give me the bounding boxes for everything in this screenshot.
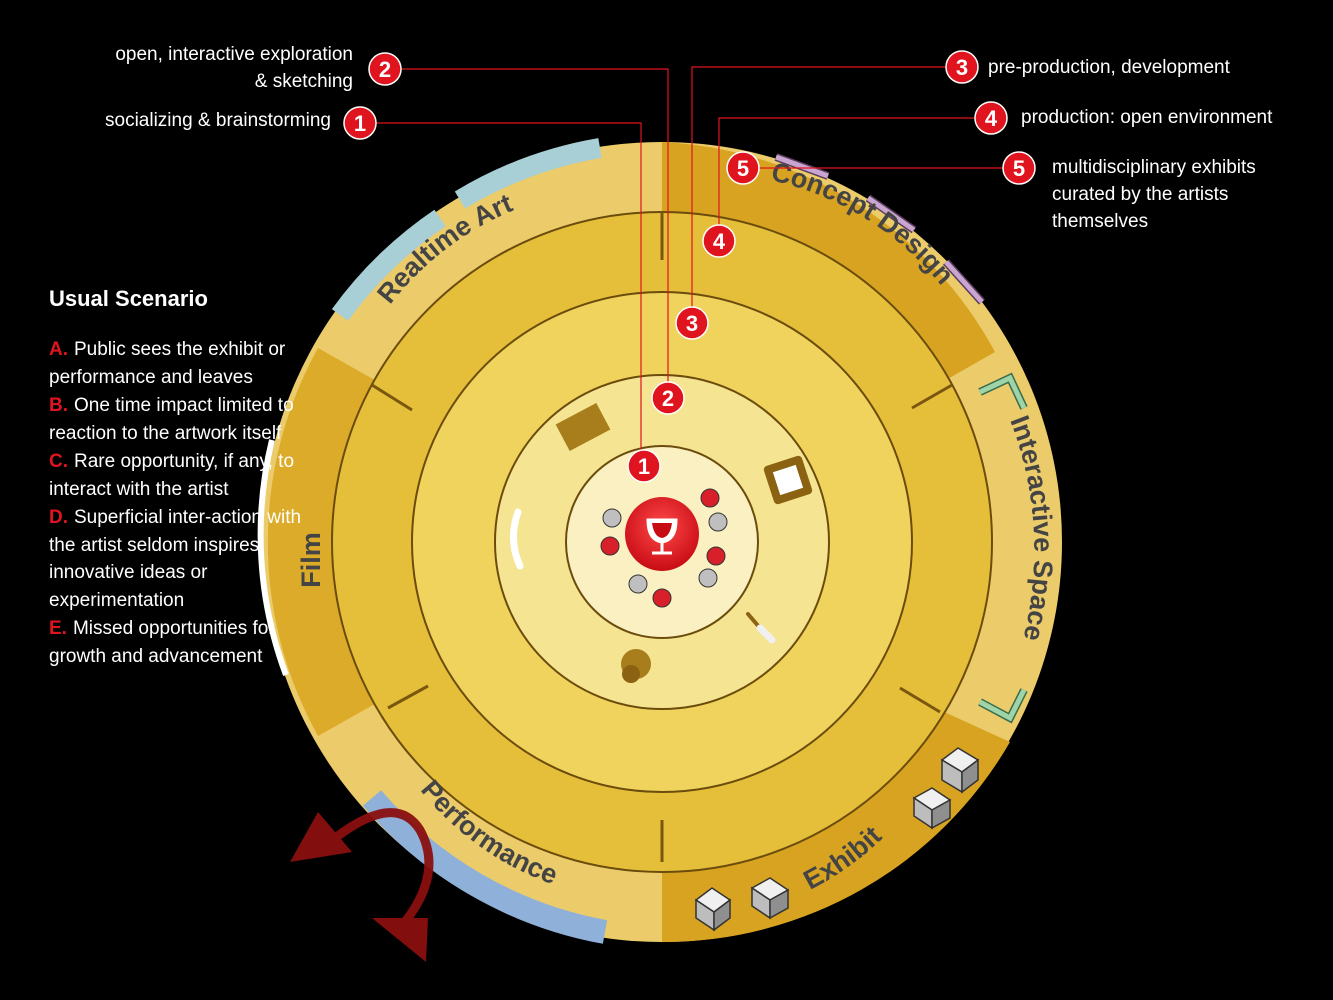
svg-text:4: 4 xyxy=(985,106,998,131)
svg-text:2: 2 xyxy=(379,57,391,82)
svg-text:5: 5 xyxy=(737,156,749,181)
svg-text:4: 4 xyxy=(713,229,726,254)
callout-marker-3: 3 xyxy=(945,50,979,84)
outer-rim-accents xyxy=(257,138,1028,944)
exit-arrow-icon xyxy=(290,808,434,962)
callout-marker-4: 4 xyxy=(974,101,1008,135)
svg-text:2: 2 xyxy=(662,386,674,411)
svg-text:1: 1 xyxy=(638,454,650,479)
callout-marker-5: 5 xyxy=(1002,151,1036,185)
callout-line: open, interactive exploration xyxy=(115,44,353,65)
scenario-item-d: D.Superficial inter-action with the arti… xyxy=(49,504,329,614)
sector-dividers xyxy=(371,212,953,862)
scenario-text: Public sees the exhibit or performance a… xyxy=(49,339,286,388)
segment-label-film: Film xyxy=(296,532,326,588)
scenario-text: Missed opportunities for growth and adva… xyxy=(49,618,275,667)
callout-text-3: pre-production, development xyxy=(988,54,1288,81)
svg-text:1: 1 xyxy=(354,111,366,136)
callout-text-4: production: open environment xyxy=(1021,104,1321,131)
scenario-item-c: C.Rare opportunity, if any, to interact … xyxy=(49,448,329,503)
ring-marker: 4 xyxy=(702,224,736,258)
ring-marker: 2 xyxy=(651,381,685,415)
ring-objects xyxy=(510,402,813,683)
callout-line: multidisciplinary exhibits xyxy=(1052,157,1256,178)
ring-marker: 1 xyxy=(627,449,661,483)
callout-text-1: socializing & brainstorming xyxy=(60,107,331,134)
table-icon xyxy=(555,402,611,452)
leader-lines xyxy=(360,66,1018,466)
scenario-letter: C. xyxy=(49,451,68,472)
callout-line: curated by the artists xyxy=(1052,184,1229,205)
center-gathering xyxy=(600,488,728,608)
callout-text-5: multidisciplinary exhibits curated by th… xyxy=(1052,154,1312,235)
callout-text-2: open, interactive exploration & sketchin… xyxy=(60,41,353,95)
wine-glass-icon xyxy=(646,518,678,555)
scenario-title: Usual Scenario xyxy=(49,286,208,311)
svg-text:3: 3 xyxy=(686,311,698,336)
callout-marker-2: 2 xyxy=(368,52,402,86)
scenario-text: Superficial inter-action with the artist… xyxy=(49,507,302,611)
scenario-item-a: A.Public sees the exhibit or performance… xyxy=(49,336,329,391)
cube-icon xyxy=(750,877,790,920)
callout-line: production: open environment xyxy=(1021,107,1273,128)
scenario-letter: D. xyxy=(49,507,68,528)
exhibit-cubes xyxy=(694,747,980,932)
ring-marker: 5 xyxy=(726,151,760,185)
callout-marker-1: 1 xyxy=(343,106,377,140)
svg-text:3: 3 xyxy=(956,55,968,80)
cube-icon xyxy=(912,787,952,830)
callout-line: themselves xyxy=(1052,211,1149,232)
scenario-item-e: E.Missed opportunities for growth and ad… xyxy=(49,615,329,670)
callout-line: socializing & brainstorming xyxy=(105,110,331,131)
callout-line: & sketching xyxy=(254,71,353,92)
exhibit-sector-outer xyxy=(662,710,1010,943)
scenario-text: Rare opportunity, if any, to interact wi… xyxy=(49,451,295,500)
white-arc-icon xyxy=(510,508,524,570)
ring-markers: 1 2 3 4 5 xyxy=(627,151,760,483)
svg-text:5: 5 xyxy=(1013,156,1025,181)
scenario-item-b: B.One time impact limited to reaction to… xyxy=(49,392,329,447)
callout-markers: 2 1 3 4 5 xyxy=(343,50,1036,185)
cube-icon xyxy=(694,887,732,932)
people-icons xyxy=(600,488,728,608)
scenario-letter: E. xyxy=(49,618,67,639)
cube-icon xyxy=(940,747,980,794)
ring-marker: 3 xyxy=(675,306,709,340)
scenario-letter: B. xyxy=(49,395,68,416)
scenario-letter: A. xyxy=(49,339,68,360)
callout-line: pre-production, development xyxy=(988,57,1230,78)
usual-scenario-panel: Usual Scenario A.Public sees the exhibit… xyxy=(49,286,329,671)
brush-icon xyxy=(746,612,776,644)
scenario-text: One time impact limited to reaction to t… xyxy=(49,395,294,444)
